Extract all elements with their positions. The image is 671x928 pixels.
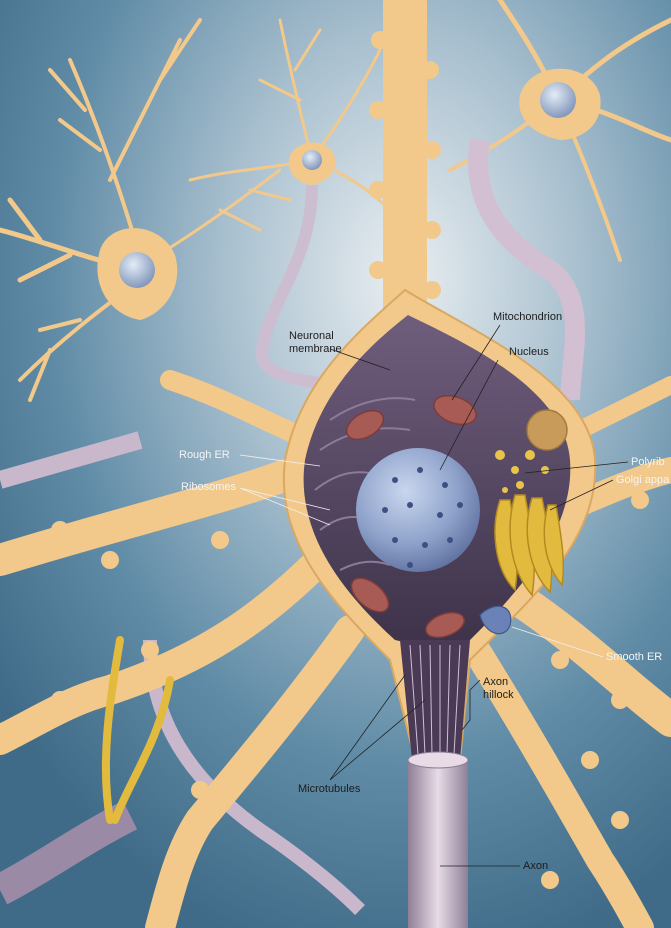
background-neurons (97, 68, 601, 320)
label-microtubules: Microtubules (298, 783, 361, 795)
mitochondria (345, 394, 477, 639)
presynaptic-fibers (101, 636, 174, 824)
background-axons (0, 138, 585, 915)
microtubules (409, 644, 461, 756)
leader-ribosomes (239, 487, 331, 526)
label-neuronal-membrane-line2: membrane (289, 343, 342, 355)
leader-nucleus (439, 359, 499, 471)
leader-rough-er (239, 454, 321, 467)
label-axon-hillock-line1: Axon (483, 676, 509, 688)
label-axon-hillock-line2: hillock (483, 689, 514, 701)
leader-golgi (549, 479, 614, 511)
leader-microtubules (329, 674, 426, 781)
polyribosomes (495, 450, 549, 493)
main-axon (407, 751, 469, 928)
golgi-apparatus (494, 494, 565, 597)
leader-smooth-er (511, 626, 604, 658)
label-axon: Axon (523, 860, 549, 872)
leader-neuronal-membrane (329, 348, 391, 371)
nuclear-pores (382, 467, 463, 568)
axon-hillock (400, 640, 470, 760)
label-ribosomes: Ribosomes (181, 481, 237, 493)
smooth-er (479, 605, 512, 635)
label-smooth-er: Smooth ER (606, 651, 663, 663)
leader-polyribosomes (524, 461, 629, 474)
label-mitochondrion: Mitochondrion (493, 311, 563, 323)
label-rough-er: Rough ER (179, 449, 230, 461)
leader-axon-hillock (461, 679, 481, 731)
leader-mitochondrion (451, 324, 501, 401)
label-golgi-apparatus: Golgi appa (616, 474, 670, 486)
label-polyribosomes: Polyrib (631, 456, 665, 468)
nucleus (356, 448, 480, 572)
label-nucleus: Nucleus (509, 346, 549, 358)
synaptic-terminal (526, 409, 568, 451)
label-leaders (239, 324, 629, 867)
label-neuronal-membrane-line1: Neuronal (289, 330, 334, 342)
dendritic-spines (51, 31, 649, 889)
